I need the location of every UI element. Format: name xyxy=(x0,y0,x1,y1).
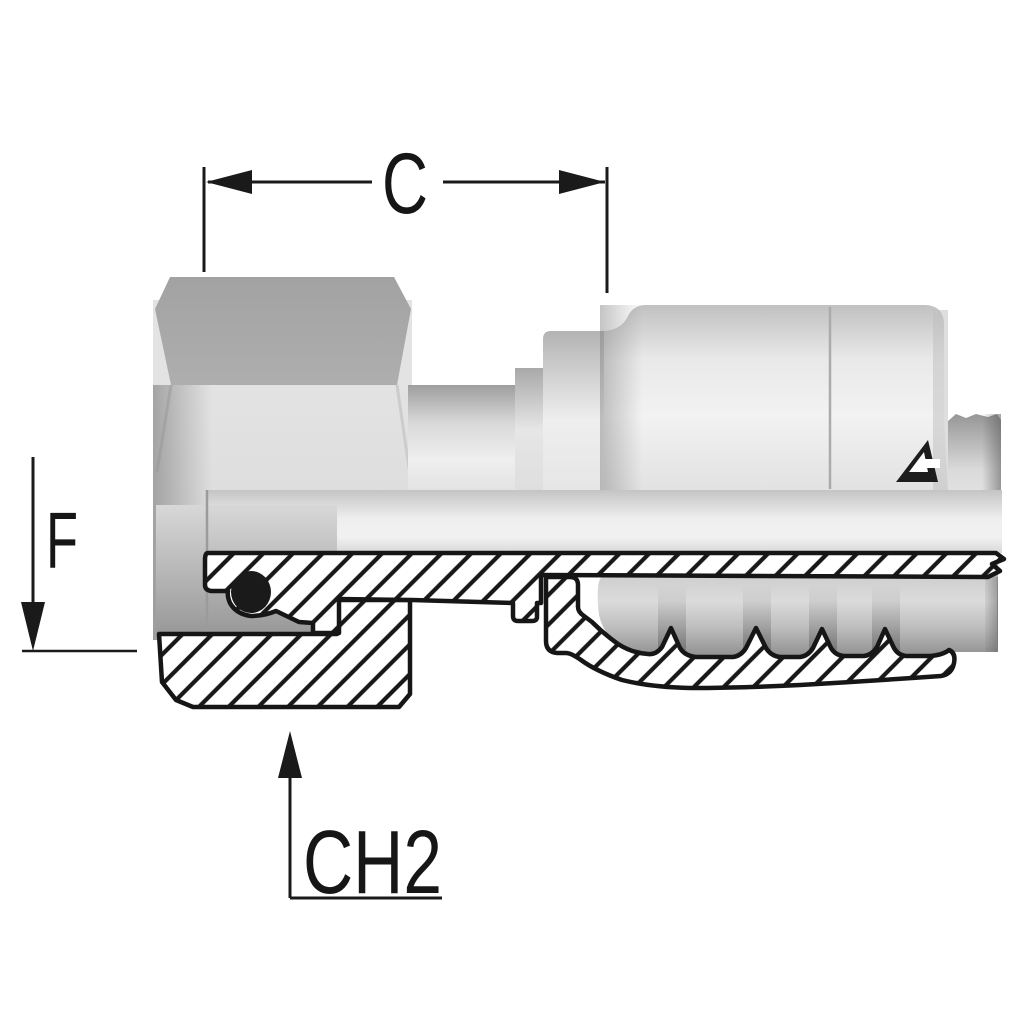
teeth-right-fade xyxy=(985,577,998,652)
shell-wall-section xyxy=(543,574,957,691)
stem-wall-section xyxy=(202,550,1007,636)
crimp-shell xyxy=(600,305,948,490)
dimension-f-label: F xyxy=(46,496,78,585)
neck-cylinder xyxy=(408,385,518,492)
neck-step-2 xyxy=(543,331,604,492)
arrow-up-icon xyxy=(278,731,302,778)
hex-facet-edge-right xyxy=(395,384,411,469)
alfagomma-logo-icon xyxy=(896,440,940,482)
dimension-c-label: C xyxy=(382,136,428,232)
hex-nut-top-face xyxy=(155,277,411,385)
arrow-right-icon xyxy=(559,170,605,194)
arrow-left-icon xyxy=(206,170,252,194)
serration-teeth-band xyxy=(597,577,997,657)
crimp-shell-body xyxy=(604,305,948,490)
crimp-shell-left-shading xyxy=(600,305,642,490)
tube-band xyxy=(207,490,1002,553)
arrow-down-icon xyxy=(21,602,45,651)
swivel-neck xyxy=(408,331,604,492)
hose-serrations xyxy=(597,577,998,657)
oring-seal xyxy=(231,571,271,613)
dimension-f xyxy=(21,457,137,653)
cross-section xyxy=(156,550,1007,710)
dimension-ch2 xyxy=(278,731,442,900)
dimension-c xyxy=(202,167,609,293)
fitting-exterior xyxy=(153,277,1002,652)
dimension-ch2-label: CH2 xyxy=(303,813,442,913)
neck-step-1 xyxy=(515,368,547,492)
crimp-shell-right-shading xyxy=(933,310,948,490)
